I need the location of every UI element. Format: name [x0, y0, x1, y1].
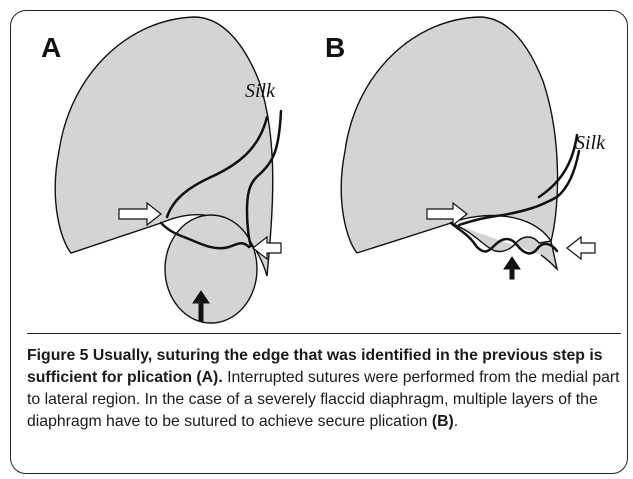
panel-a: A Silk — [41, 17, 281, 323]
panel-a-label: A — [41, 32, 61, 63]
figure-illustration: A Silk B Silk — [11, 11, 628, 331]
figure-frame: A Silk B Silk — [10, 10, 628, 474]
panel-a-plicated-fold — [165, 215, 257, 323]
panel-b: B Silk — [325, 17, 606, 279]
caption-panel-b-ref: (B) — [432, 413, 454, 430]
panel-b-up-arrow-icon — [504, 257, 520, 279]
panel-b-silk-label: Silk — [575, 132, 606, 154]
panel-a-silk-label: Silk — [245, 80, 276, 102]
panel-b-right-arrow-icon — [567, 237, 595, 259]
figure-caption: Figure 5 Usually, suturing the edge that… — [27, 333, 621, 433]
panel-b-label: B — [325, 32, 345, 63]
caption-end-punct: . — [454, 413, 458, 430]
